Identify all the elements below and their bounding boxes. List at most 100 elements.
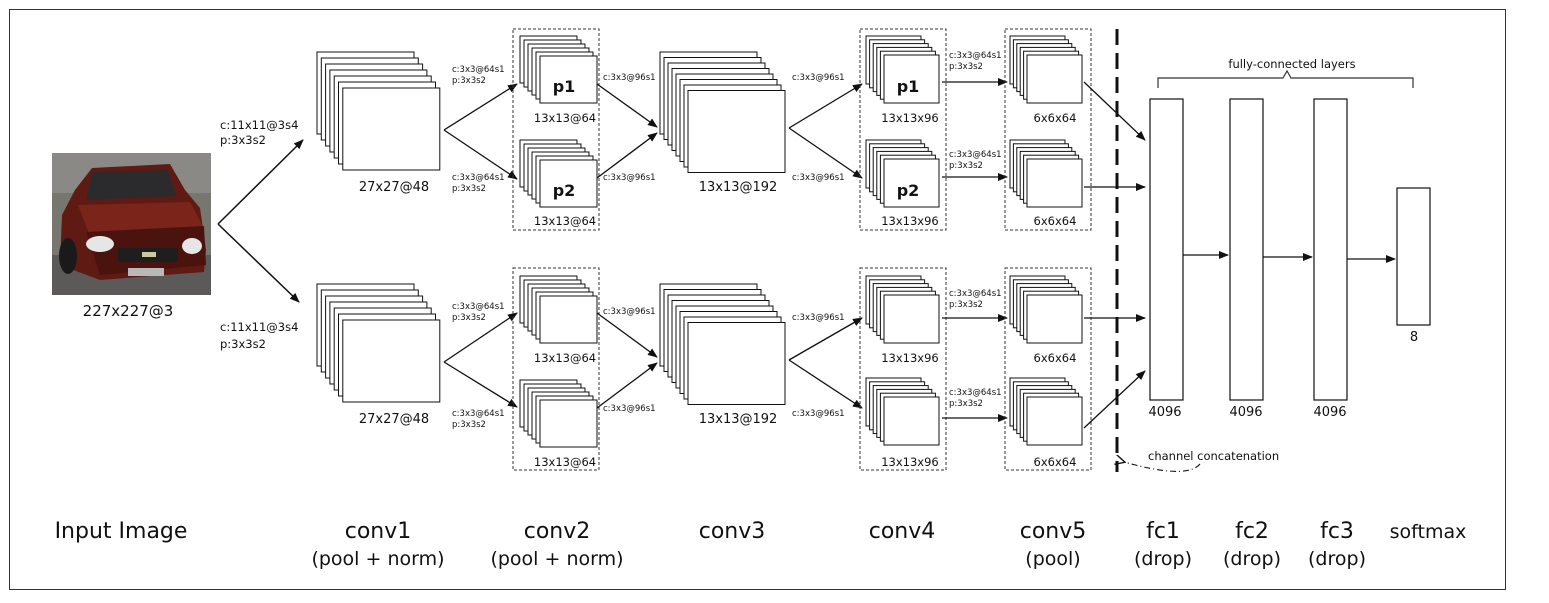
conv1-conv2-connections xyxy=(443,83,518,408)
edge-p-c4c5-d: p:3x3s2 xyxy=(949,399,983,409)
caption-fc1-sub: (drop) xyxy=(1134,548,1192,570)
conv4-size-1: 13x13x96 xyxy=(881,111,939,125)
concat-note-arrow xyxy=(1124,462,1201,472)
edge-c-c4c5-b: c:3x3@64s1 xyxy=(949,150,1002,160)
conv2-size-1: 13x13@64 xyxy=(534,111,596,125)
edge-c2c3-c: c:3x3@96s1 xyxy=(603,307,656,317)
conv4-top-group xyxy=(859,28,947,231)
conv2-p2-label: p2 xyxy=(553,181,576,200)
conv5-size-2: 6x6x64 xyxy=(1034,214,1077,228)
conv2-size-2: 13x13@64 xyxy=(534,214,596,228)
conv4-size-2: 13x13x96 xyxy=(881,214,939,228)
edge-p-c1c2-d: p:3x3s2 xyxy=(452,420,486,430)
edge-c3c4-b: c:3x3@96s1 xyxy=(792,173,845,183)
conv5-stack-1 xyxy=(1009,35,1083,104)
fc3-layer xyxy=(1313,98,1348,401)
edge-c-c4c5-d: c:3x3@64s1 xyxy=(949,388,1002,398)
edge-c2c3-b: c:3x3@96s1 xyxy=(603,173,656,183)
caption-conv3: conv3 xyxy=(699,519,766,544)
concat-note: channel concatenation xyxy=(1148,449,1279,463)
caption-softmax: softmax xyxy=(1390,521,1467,543)
edge-c3c4-a: c:3x3@96s1 xyxy=(792,73,845,83)
edge-p-c1c2-a: p:3x3s2 xyxy=(452,76,486,86)
input-image-caption: Input Image xyxy=(55,519,188,544)
caption-conv5-sub: (pool) xyxy=(1025,548,1080,570)
conv4-stack-3 xyxy=(865,275,940,344)
edge-p-c1c2-b: p:3x3s2 xyxy=(452,184,486,194)
caption-fc2-sub: (drop) xyxy=(1223,548,1281,570)
edge-p-c4c5-b: p:3x3s2 xyxy=(949,161,983,171)
edge-c-c1c2-b: c:3x3@64s1 xyxy=(452,173,505,183)
conv3-top-size: 13x13@192 xyxy=(699,180,778,195)
fc-brace xyxy=(1157,69,1414,88)
caption-fc1: fc1 xyxy=(1146,519,1180,544)
conv4-bottom-group xyxy=(859,267,947,471)
edge-c-c4c5-c: c:3x3@64s1 xyxy=(949,289,1002,299)
conv5-stack-2 xyxy=(1009,139,1083,208)
conv2-bottom-group xyxy=(512,267,600,471)
edge-c2c3-d: c:3x3@96s1 xyxy=(603,404,656,414)
conv5-stack-4 xyxy=(1009,377,1083,446)
caption-conv2-sub: (pool + norm) xyxy=(490,548,623,570)
layer-captions: conv1 (pool + norm) conv2 (pool + norm) … xyxy=(311,519,1466,570)
conv3-conv4-connections xyxy=(788,83,863,409)
edge-label-conv1-top-p: p:3x3s2 xyxy=(220,133,266,147)
conv5-size-1: 6x6x64 xyxy=(1034,111,1077,125)
edge-p-c1c2-c: p:3x3s2 xyxy=(452,313,486,323)
arrow-input-conv1-bottom xyxy=(217,223,300,303)
caption-conv5: conv5 xyxy=(1020,519,1087,544)
conv4-size-4: 13x13x96 xyxy=(881,455,939,469)
edge-label-conv1-top-c: c:11x11@3s4 xyxy=(220,118,298,132)
conv1-top-size: 27x27@48 xyxy=(359,180,429,195)
fc2-size: 4096 xyxy=(1229,405,1262,420)
fc-connections xyxy=(1183,251,1396,263)
fc2-layer xyxy=(1229,98,1264,401)
edge-c-c4c5-a: c:3x3@64s1 xyxy=(949,51,1002,61)
caption-fc2: fc2 xyxy=(1235,519,1269,544)
diagram-frame xyxy=(9,9,1506,590)
edge-label-conv1-bottom-c: c:11x11@3s4 xyxy=(220,320,298,334)
edge-c-c1c2-d: c:3x3@64s1 xyxy=(452,409,505,419)
conv2-stack-2 xyxy=(519,139,598,208)
edge-c3c4-d: c:3x3@96s1 xyxy=(792,409,845,419)
conv2-p1-label: p1 xyxy=(553,77,576,96)
conv3-bottom-stack xyxy=(659,283,786,405)
conv2-stack-3 xyxy=(519,275,598,344)
caption-fc3-sub: (drop) xyxy=(1308,548,1366,570)
conv5-stack-3 xyxy=(1009,275,1083,344)
input-size-label: 227x227@3 xyxy=(83,302,174,320)
fc1-size: 4096 xyxy=(1148,405,1181,420)
conv2-top-group xyxy=(512,28,600,231)
conv4-p1-label: p1 xyxy=(897,77,920,96)
conv2-size-3: 13x13@64 xyxy=(534,351,596,365)
conv2-conv3-connections xyxy=(596,83,658,409)
fc1-layer xyxy=(1149,98,1184,401)
conv5-top-group xyxy=(1004,28,1092,231)
conv4-stack-1 xyxy=(865,35,940,104)
conv2-stack-4 xyxy=(519,379,598,448)
edge-p-c4c5-a: p:3x3s2 xyxy=(949,62,983,72)
conv4-stack-4 xyxy=(865,377,940,446)
conv4-stack-2 xyxy=(865,139,940,208)
caption-conv1-sub: (pool + norm) xyxy=(311,548,444,570)
edge-c-c1c2-c: c:3x3@64s1 xyxy=(452,302,505,312)
arrow-input-conv1-top xyxy=(217,139,304,225)
conv5-bottom-group xyxy=(1004,267,1092,471)
edge-p-c4c5-c: p:3x3s2 xyxy=(949,300,983,310)
edge-label-conv1-bottom-p: p:3x3s2 xyxy=(220,337,266,351)
conv5-size-4: 6x6x64 xyxy=(1034,455,1077,469)
conv5-fc1-connections xyxy=(1083,81,1146,429)
softmax-size: 8 xyxy=(1410,330,1418,345)
conv3-top-stack xyxy=(659,51,786,173)
conv3-bottom-size: 13x13@192 xyxy=(699,412,778,427)
conv2-size-4: 13x13@64 xyxy=(534,455,596,469)
conv2-stack-1 xyxy=(519,35,598,104)
conv1-top-stack xyxy=(316,51,441,171)
caption-conv2: conv2 xyxy=(524,519,591,544)
fc-title: fully-connected layers xyxy=(1228,57,1355,71)
conv1-bottom-stack xyxy=(316,283,441,403)
conv4-p2-label: p2 xyxy=(897,181,920,200)
caption-fc3: fc3 xyxy=(1320,519,1354,544)
conv1-bottom-size: 27x27@48 xyxy=(359,412,429,427)
